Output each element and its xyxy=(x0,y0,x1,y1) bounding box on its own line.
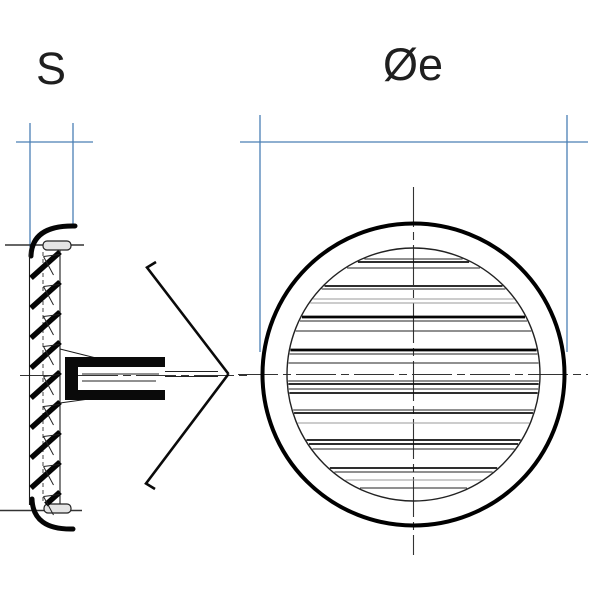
top-flange-arc xyxy=(28,223,78,259)
louver-slat xyxy=(29,249,62,281)
louver-profile-top xyxy=(43,494,60,497)
louver-profile-diagonal xyxy=(43,466,54,486)
louver-slat xyxy=(29,459,62,491)
louver-profile-diagonal xyxy=(43,406,54,426)
louver-profile-diagonal xyxy=(43,286,54,306)
louver-slat xyxy=(29,429,62,461)
louver-profile-diagonal xyxy=(43,346,54,366)
louver-slat xyxy=(29,339,62,371)
louver-profile-top xyxy=(43,284,60,287)
louver-profile-diagonal xyxy=(43,496,54,516)
louver-slat xyxy=(29,369,62,401)
louver-slat xyxy=(29,309,62,341)
louver-profile-top xyxy=(43,314,60,317)
outer-ring xyxy=(260,221,567,528)
side-section-view xyxy=(0,223,248,532)
airflow-arrow xyxy=(144,260,230,491)
louver-profile-top xyxy=(43,344,60,347)
louver-slats-section xyxy=(29,249,62,507)
louver-profile-top xyxy=(43,254,60,257)
cone-top-line xyxy=(59,348,97,359)
dimension-lines xyxy=(16,115,588,352)
louver-profiles-section xyxy=(43,254,60,516)
spigot-top-wall xyxy=(65,357,165,367)
arrow-lower-arm xyxy=(144,373,230,491)
louver-slat xyxy=(29,399,62,431)
louver-profile-top xyxy=(43,374,60,377)
spigot-back-wall xyxy=(65,357,78,400)
front-view xyxy=(238,187,588,555)
louver-lines-front xyxy=(288,258,539,489)
louver-profile-diagonal xyxy=(43,256,54,276)
louver-slat-partial xyxy=(44,489,62,507)
bottom-flange-arc xyxy=(29,496,76,532)
inner-ring xyxy=(286,247,541,502)
louver-profile-diagonal xyxy=(43,316,54,336)
louver-profile-top xyxy=(43,464,60,467)
arrow-upper-arm xyxy=(145,260,230,375)
louver-profile-top xyxy=(43,404,60,407)
spigot-section xyxy=(65,357,218,400)
louver-profile-diagonal xyxy=(43,436,54,456)
dimension-label-diameter-e: Øe xyxy=(382,39,444,90)
louver-profile-top xyxy=(43,434,60,437)
louver-profile-diagonal xyxy=(43,376,54,396)
dimension-label-s: S xyxy=(35,43,66,94)
top-flange-bead xyxy=(42,240,72,251)
louver-slat xyxy=(29,279,62,311)
spigot-bottom-wall xyxy=(65,390,165,400)
